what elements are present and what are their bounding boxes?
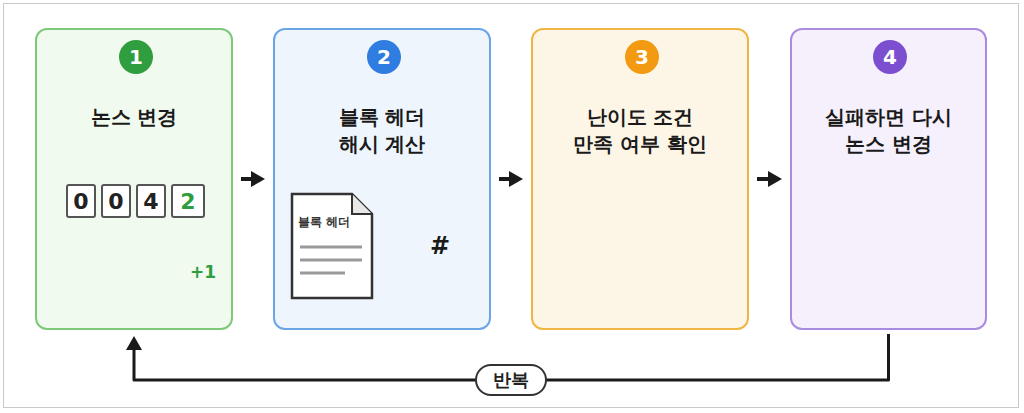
number-text: 0 <box>73 189 88 214</box>
digit-cell: 4 <box>136 184 166 218</box>
process-box: 블록 헤더 해시 계산 2 블록 헤더 <box>273 28 491 330</box>
number-text: 3 <box>635 45 649 69</box>
number-text: 0 <box>108 189 123 214</box>
step-number: 4 <box>873 40 907 74</box>
step-title: 논스 변경 <box>59 104 209 131</box>
number-text: 2 <box>377 45 391 69</box>
step-title: 실패하면 다시 논스 변경 <box>804 104 974 158</box>
digit-cell: 0 <box>66 184 96 218</box>
document-title: 블록 헤더 <box>298 214 350 231</box>
increment-label: +1 <box>190 262 216 282</box>
process-box: 논스 변경10042 <box>35 28 233 330</box>
step-number: 3 <box>625 40 659 74</box>
step-number: 2 <box>367 40 401 74</box>
flow-arrow <box>241 171 265 187</box>
digit-cell: 0 <box>101 184 131 218</box>
edge-label: 반복 <box>475 364 547 396</box>
document-shape: 블록 헤더 <box>290 192 374 300</box>
number-text: 4 <box>143 189 158 214</box>
document-outline <box>290 192 374 300</box>
flow-arrow <box>499 171 523 187</box>
number-text: 2 <box>180 189 195 214</box>
hash-symbol: # <box>430 232 450 260</box>
step-title: 난이도 조건 만족 여부 확인 <box>565 104 715 158</box>
step-title: 블록 헤더 해시 계산 <box>317 104 447 158</box>
process-box: 실패하면 다시 논스 변경 4 <box>790 28 987 330</box>
step-number: 1 <box>119 40 153 74</box>
flow-arrow <box>757 171 782 187</box>
digit-cell: 2 <box>171 184 205 218</box>
number-text: 4 <box>883 45 897 69</box>
process-box: 난이도 조건 만족 여부 확인 3 <box>531 28 749 330</box>
number-text: 1 <box>129 45 143 69</box>
